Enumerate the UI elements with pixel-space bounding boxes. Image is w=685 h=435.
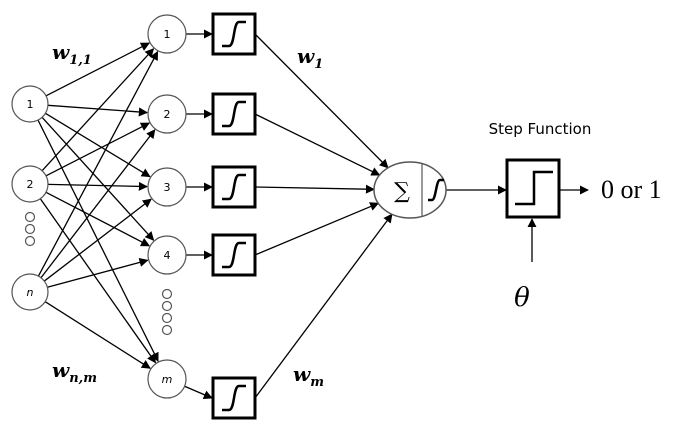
activation-box	[211, 165, 257, 209]
activation-to-sum-arrow	[254, 202, 380, 256]
step-icon	[515, 170, 553, 206]
input-to-hidden-arrow	[45, 42, 151, 97]
input-layer: 1 2 n …	[11, 85, 49, 311]
input-to-hidden-arrow	[41, 116, 155, 241]
sigmoid-icon	[222, 100, 246, 128]
hidden-node-4-label: 4	[164, 249, 171, 262]
hidden-node-m-label: m	[162, 373, 173, 386]
activation-to-sum-arrow	[254, 213, 393, 399]
hidden-ellipsis: …	[161, 288, 173, 336]
sigmoid-icon	[222, 173, 246, 201]
input-to-hidden-arrow	[45, 191, 151, 247]
hidden-node-1-label: 1	[164, 28, 171, 41]
activation-box	[211, 92, 257, 136]
weight-label-w1: w1	[297, 44, 323, 72]
input-node-2-label: 2	[27, 178, 34, 191]
sigmoid-icon	[428, 178, 444, 202]
hidden-node-m: m	[147, 359, 187, 399]
hidden-node-1: 1	[147, 14, 187, 54]
input-to-hidden-arrow	[43, 198, 152, 282]
hidden-to-activation-arrow	[184, 385, 213, 399]
connection-arrows	[37, 29, 589, 399]
hidden-layer: 1 2 3 4 m …	[147, 14, 187, 399]
input-node-n: n	[11, 273, 49, 311]
sigmoid-icon	[222, 241, 246, 269]
input-to-hidden-arrow	[41, 48, 155, 172]
activation-layer	[211, 12, 257, 420]
input-to-hidden-arrow	[47, 181, 148, 191]
input-to-hidden-arrow	[47, 104, 148, 117]
threshold-theta: θ	[514, 283, 530, 313]
input-to-hidden-arrow	[47, 257, 149, 288]
input-to-hidden-arrow	[39, 198, 157, 364]
step-function-title: Step Function	[489, 120, 592, 138]
activation-to-sum-arrow	[254, 113, 381, 176]
input-node-2: 2	[11, 165, 49, 203]
input-to-hidden-arrow	[45, 112, 151, 178]
step-function-unit: Step Function	[489, 120, 592, 219]
weight-label-wnm: wn,m	[52, 358, 97, 386]
activation-box	[211, 376, 257, 420]
input-to-hidden-arrow	[37, 50, 159, 277]
hidden-node-3-label: 3	[164, 181, 171, 194]
output-label: 0 or 1	[601, 175, 662, 204]
input-node-n-label: n	[27, 286, 34, 299]
sigmoid-icon	[222, 384, 246, 412]
activation-box	[211, 233, 257, 277]
sigma-symbol: ∑	[394, 179, 410, 204]
hidden-node-3: 3	[147, 167, 187, 207]
input-ellipsis: …	[24, 211, 36, 247]
sigmoid-icon	[222, 20, 246, 48]
input-to-hidden-arrow	[45, 122, 151, 177]
activation-to-sum-arrow	[254, 184, 375, 194]
summation-unit: ∑	[373, 161, 447, 219]
input-to-hidden-arrow	[40, 129, 156, 279]
hidden-node-2: 2	[147, 94, 187, 134]
input-node-1: 1	[11, 85, 49, 123]
input-node-1-label: 1	[27, 98, 34, 111]
hidden-node-4: 4	[147, 235, 187, 275]
activation-to-sum-arrow	[254, 33, 389, 169]
hidden-node-2-label: 2	[164, 108, 171, 121]
weight-label-wm: wm	[293, 362, 324, 390]
input-to-hidden-arrow	[44, 301, 151, 369]
weight-label-w11: w1,1	[52, 40, 92, 68]
activation-box	[211, 12, 257, 56]
